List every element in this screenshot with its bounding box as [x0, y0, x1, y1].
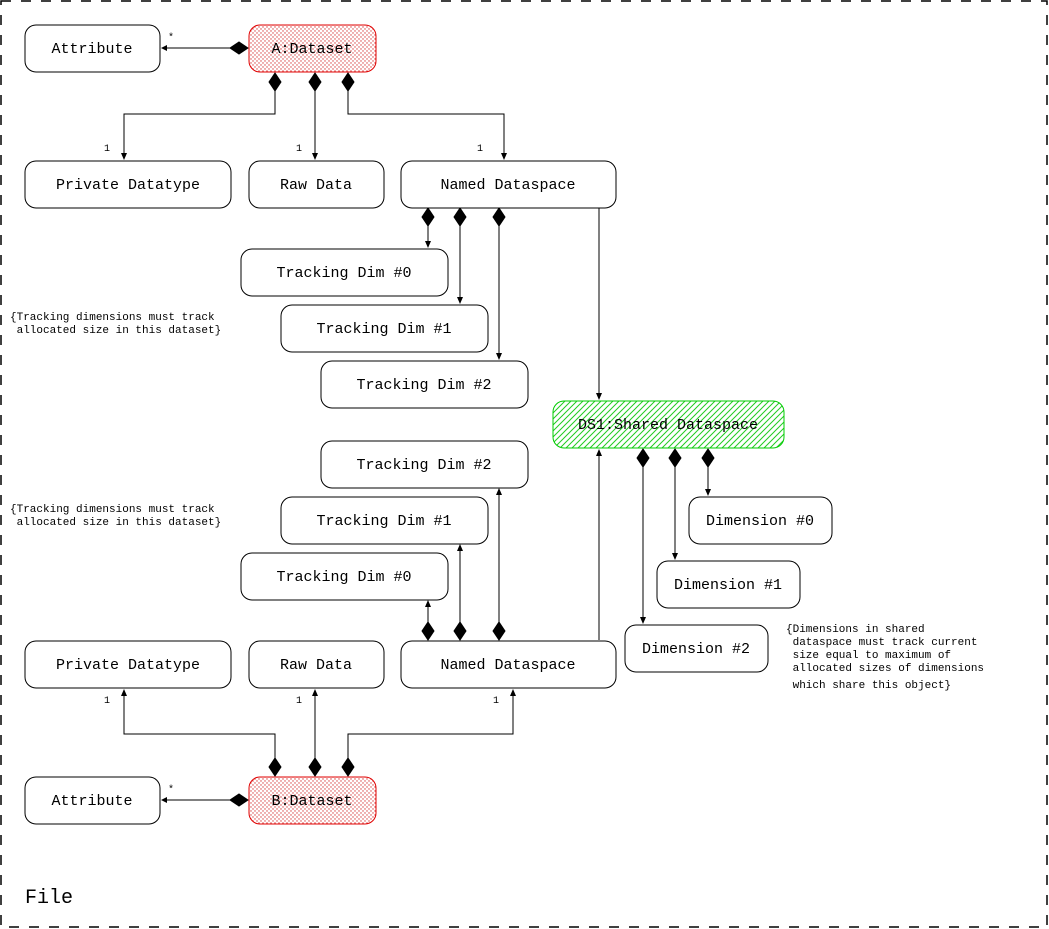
note-b-tracking: {Tracking dimensions must track allocate…: [10, 504, 221, 529]
note-shared-line-2: dataspace must track current: [786, 637, 977, 649]
note-shared-line-5: which share this object}: [786, 680, 951, 692]
node-a-raw-data: Raw Data: [248, 160, 385, 209]
mult-b-named-dataspace: 1: [493, 696, 499, 707]
node-a-private-datatype-label: Private Datatype: [56, 177, 200, 194]
mult-b-raw-data: 1: [296, 696, 302, 707]
node-a-attribute-label: Attribute: [51, 41, 132, 58]
note-shared: {Dimensions in shared dataspace must tra…: [786, 624, 984, 692]
node-a-dataset-label: A:Dataset: [271, 41, 352, 58]
node-a-raw-data-label: Raw Data: [280, 177, 352, 194]
mult-b-private-datatype: 1: [104, 696, 110, 707]
node-dimension-0: Dimension #0: [688, 496, 833, 545]
node-b-attribute: Attribute: [24, 776, 161, 825]
note-shared-line-1: {Dimensions in shared: [786, 624, 925, 636]
edge-b-named-dataspace-tracking-2: [492, 488, 506, 641]
edge-b-dataset-private-datatype: [121, 689, 282, 777]
note-a-tracking-line-2: allocated size in this dataset}: [10, 325, 221, 337]
mult-a-attribute: *: [168, 32, 174, 44]
node-a-dataset: A:Dataset: [248, 24, 377, 73]
node-b-dataset-label: B:Dataset: [271, 793, 352, 810]
note-a-tracking: {Tracking dimensions must track allocate…: [10, 312, 221, 337]
node-a-tracking-dim-1-label: Tracking Dim #1: [316, 321, 451, 338]
mult-b-attribute: *: [168, 784, 174, 796]
edge-b-dataset-attribute: [161, 793, 249, 807]
node-b-tracking-dim-2-label: Tracking Dim #2: [356, 457, 491, 474]
edge-shared-dimension-2: [636, 448, 650, 624]
node-a-tracking-dim-0-label: Tracking Dim #0: [276, 265, 411, 282]
node-a-named-dataspace: Named Dataspace: [400, 160, 617, 209]
node-shared-dataspace: DS1:Shared Dataspace: [552, 400, 785, 449]
edge-a-named-dataspace-tracking-0: [421, 207, 435, 248]
edge-shared-dimension-0: [701, 448, 715, 496]
edge-b-named-dataspace-tracking-0: [421, 600, 435, 641]
file-label: File: [25, 887, 73, 910]
node-dimension-2-label: Dimension #2: [642, 641, 750, 658]
node-b-dataset: B:Dataset: [248, 776, 377, 825]
node-b-named-dataspace: Named Dataspace: [400, 640, 617, 689]
node-b-tracking-dim-1: Tracking Dim #1: [280, 496, 489, 545]
node-b-tracking-dim-1-label: Tracking Dim #1: [316, 513, 451, 530]
node-a-tracking-dim-0: Tracking Dim #0: [240, 248, 449, 297]
node-a-tracking-dim-2: Tracking Dim #2: [320, 360, 529, 409]
edge-a-named-dataspace-shared: [596, 208, 602, 400]
note-b-tracking-line-1: {Tracking dimensions must track: [10, 504, 215, 516]
node-a-named-dataspace-label: Named Dataspace: [440, 177, 575, 194]
mult-a-named-dataspace: 1: [477, 144, 483, 155]
node-b-tracking-dim-0-label: Tracking Dim #0: [276, 569, 411, 586]
node-a-tracking-dim-2-label: Tracking Dim #2: [356, 377, 491, 394]
edge-a-named-dataspace-tracking-2: [492, 207, 506, 360]
node-dimension-1-label: Dimension #1: [674, 577, 782, 594]
edge-a-named-dataspace-tracking-1: [453, 207, 467, 304]
node-dimension-1: Dimension #1: [656, 560, 801, 609]
node-b-private-datatype: Private Datatype: [24, 640, 232, 689]
node-b-raw-data: Raw Data: [248, 640, 385, 689]
edge-b-named-dataspace-tracking-1: [453, 544, 467, 641]
mult-a-private-datatype: 1: [104, 144, 110, 155]
edge-shared-dimension-1: [668, 448, 682, 560]
mult-a-raw-data: 1: [296, 144, 302, 155]
edge-b-named-dataspace-shared: [596, 449, 602, 640]
edge-a-dataset-raw-data: [308, 72, 322, 160]
node-b-private-datatype-label: Private Datatype: [56, 657, 200, 674]
node-b-tracking-dim-0: Tracking Dim #0: [240, 552, 449, 601]
node-a-attribute: Attribute: [24, 24, 161, 73]
edge-b-dataset-named-dataspace: [341, 689, 516, 777]
node-dimension-0-label: Dimension #0: [706, 513, 814, 530]
note-b-tracking-line-2: allocated size in this dataset}: [10, 517, 221, 529]
node-dimension-2: Dimension #2: [624, 624, 769, 673]
note-shared-line-3: size equal to maximum of: [786, 650, 951, 662]
edge-b-dataset-raw-data: [308, 689, 322, 777]
node-shared-dataspace-label: DS1:Shared Dataspace: [578, 417, 758, 434]
node-a-private-datatype: Private Datatype: [24, 160, 232, 209]
node-b-attribute-label: Attribute: [51, 793, 132, 810]
node-b-raw-data-label: Raw Data: [280, 657, 352, 674]
edge-a-dataset-named-dataspace: [341, 72, 507, 160]
node-b-named-dataspace-label: Named Dataspace: [440, 657, 575, 674]
node-b-tracking-dim-2: Tracking Dim #2: [320, 440, 529, 489]
edge-a-dataset-private-datatype: [121, 72, 282, 160]
edge-a-dataset-attribute: [161, 41, 249, 55]
node-a-tracking-dim-1: Tracking Dim #1: [280, 304, 489, 353]
note-shared-line-4: allocated sizes of dimensions: [786, 663, 984, 675]
note-a-tracking-line-1: {Tracking dimensions must track: [10, 312, 215, 324]
